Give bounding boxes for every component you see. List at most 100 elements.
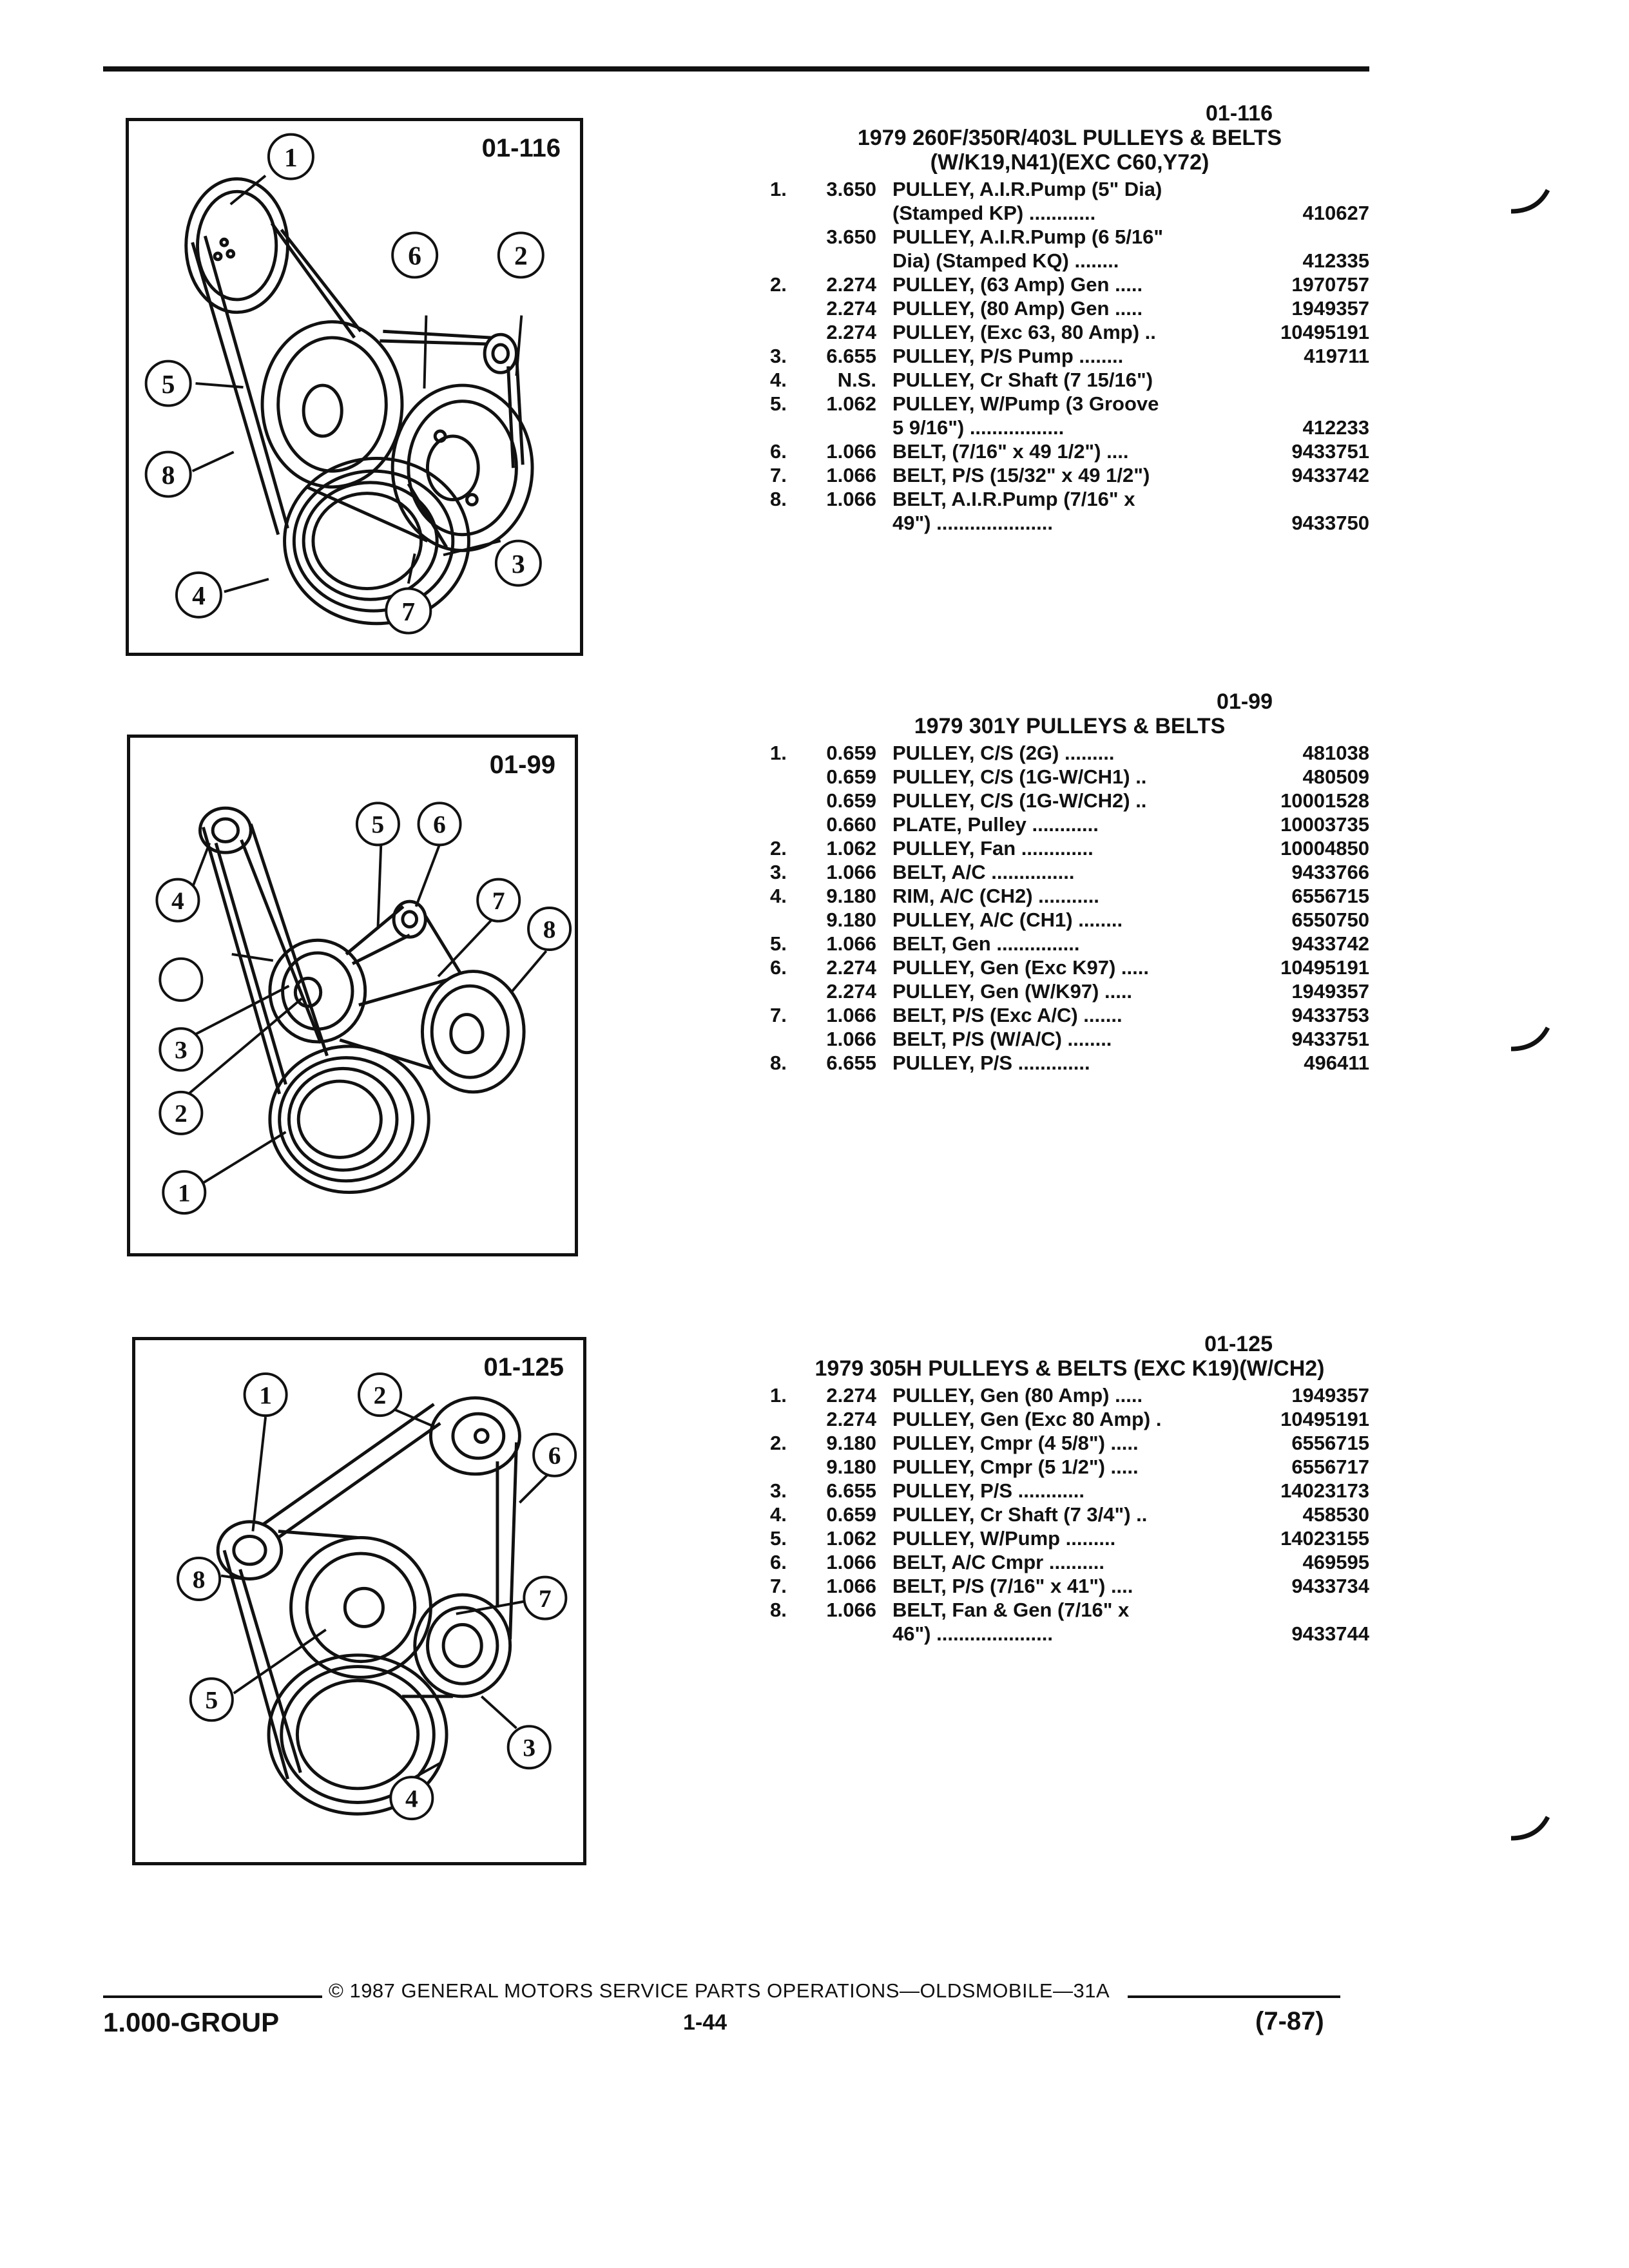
callout-4: 4 [405, 1784, 418, 1812]
part-code: N.S. [837, 369, 876, 391]
part-desc: PULLEY, (Exc 63, 80 Amp) .. [892, 321, 1156, 343]
callout-4: 4 [171, 887, 184, 915]
part-desc: PULLEY, A.I.R.Pump (6 5/16" [892, 226, 1164, 248]
callout-3: 3 [175, 1036, 188, 1064]
figure-01-99: 01-99 [127, 735, 578, 1256]
part-num: 4. [770, 885, 787, 907]
part-num: 7. [770, 1575, 787, 1597]
callout-5: 5 [205, 1686, 218, 1715]
part-code [812, 201, 892, 225]
part-desc: (Stamped KP) ............ [892, 202, 1096, 224]
callout-2: 2 [514, 241, 528, 271]
part-code: 2.274 [826, 1384, 876, 1407]
footer-rule-right [1128, 1995, 1340, 1998]
part-desc: PULLEY, C/S (1G-W/CH1) .. [892, 765, 1147, 788]
part-num: 4. [770, 1503, 787, 1526]
part-code: 1.066 [826, 1575, 876, 1597]
part-desc: 49") ..................... [892, 512, 1053, 534]
part-code: 3.650 [826, 178, 876, 200]
callout-5: 5 [372, 811, 385, 839]
part-desc: PULLEY, Gen (Exc K97) ..... [892, 956, 1149, 979]
callout-6: 6 [433, 811, 446, 839]
part-code: 2.274 [826, 1408, 876, 1430]
part-code: 6.655 [826, 1052, 876, 1074]
part-desc: Dia) (Stamped KQ) ........ [892, 249, 1119, 272]
part-desc: PULLEY, Gen (Exc 80 Amp) . [892, 1408, 1162, 1430]
part-num: 8. [770, 1052, 787, 1074]
part-desc: BELT, A/C ............... [892, 861, 1075, 883]
part-code: 0.659 [826, 789, 876, 812]
part-pn: 9433751 [1291, 1028, 1369, 1050]
section-subtitle: (W/K19,N41)(EXC C60,Y72) [930, 150, 1210, 175]
part-pn: 10495191 [1280, 1408, 1369, 1430]
part-pn: 1949357 [1291, 980, 1369, 1003]
part-pn: 9433734 [1291, 1575, 1369, 1597]
part-pn: 9433750 [1291, 512, 1369, 534]
section-title: 1979 305H PULLEYS & BELTS (EXC K19)(W/CH… [815, 1356, 1325, 1381]
part-code: 1.066 [826, 1004, 876, 1026]
part-pn: 496411 [1304, 1052, 1369, 1074]
part-code [812, 1622, 892, 1646]
part-pn [1240, 392, 1369, 416]
part-code: 2.274 [826, 273, 876, 296]
callout-8: 8 [162, 460, 175, 490]
part-num [770, 908, 812, 932]
part-desc: BELT, P/S (7/16" x 41") .... [892, 1575, 1133, 1597]
part-num: 6. [770, 1551, 787, 1573]
margin-mark [1510, 1026, 1550, 1052]
section-id: 01-99 [1217, 689, 1273, 714]
part-num: 7. [770, 1004, 787, 1026]
part-num: 7. [770, 464, 787, 486]
part-pn: 9433766 [1291, 861, 1369, 883]
part-desc: PULLEY, Gen (W/K97) ..... [892, 980, 1133, 1003]
part-num: 2. [770, 273, 787, 296]
part-num [770, 225, 812, 249]
part-row: 4.N.S.PULLEY, Cr Shaft (7 15/16") [770, 368, 1369, 392]
part-desc: PULLEY, W/Pump (3 Groove [892, 392, 1159, 415]
part-num [770, 1407, 812, 1431]
pulley-belt-diagram: 1 2 3 4 5 6 7 8 [144, 133, 545, 635]
callout-4: 4 [192, 581, 206, 610]
part-desc: PULLEY, C/S (1G-W/CH2) .. [892, 789, 1147, 812]
part-desc: PULLEY, Fan ............. [892, 837, 1094, 860]
part-num: 1. [770, 742, 787, 764]
part-num [770, 765, 812, 789]
part-code: 9.180 [826, 1456, 876, 1478]
part-pn: 469595 [1302, 1551, 1369, 1573]
part-row: (Stamped KP) ............410627 [770, 201, 1369, 225]
part-desc: 5 9/16") ................. [892, 416, 1065, 439]
part-code: 6.655 [826, 1479, 876, 1502]
callout-7: 7 [539, 1584, 552, 1613]
footer-date: (7-87) [1255, 2007, 1324, 2035]
part-code [812, 511, 892, 535]
figure-01-116: 01-116 [126, 118, 583, 656]
part-pn: 10003735 [1280, 813, 1369, 836]
callout-6: 6 [408, 241, 421, 271]
part-code: 0.659 [826, 765, 876, 788]
part-row: 0.659 PULLEY, C/S (1G-W/CH1) .. 480509 [770, 765, 1369, 789]
callout-6: 6 [548, 1441, 561, 1470]
margin-mark [1510, 1816, 1550, 1841]
part-row: 2.274 PULLEY, Gen (Exc 80 Amp) . 10495191 [770, 1407, 1369, 1431]
part-num: 3. [770, 1479, 787, 1502]
part-desc: BELT, Gen ............... [892, 932, 1080, 955]
part-code: 0.659 [826, 1503, 876, 1526]
part-code: 0.659 [826, 742, 876, 764]
part-pn: 480509 [1302, 765, 1369, 788]
part-num [770, 320, 812, 344]
